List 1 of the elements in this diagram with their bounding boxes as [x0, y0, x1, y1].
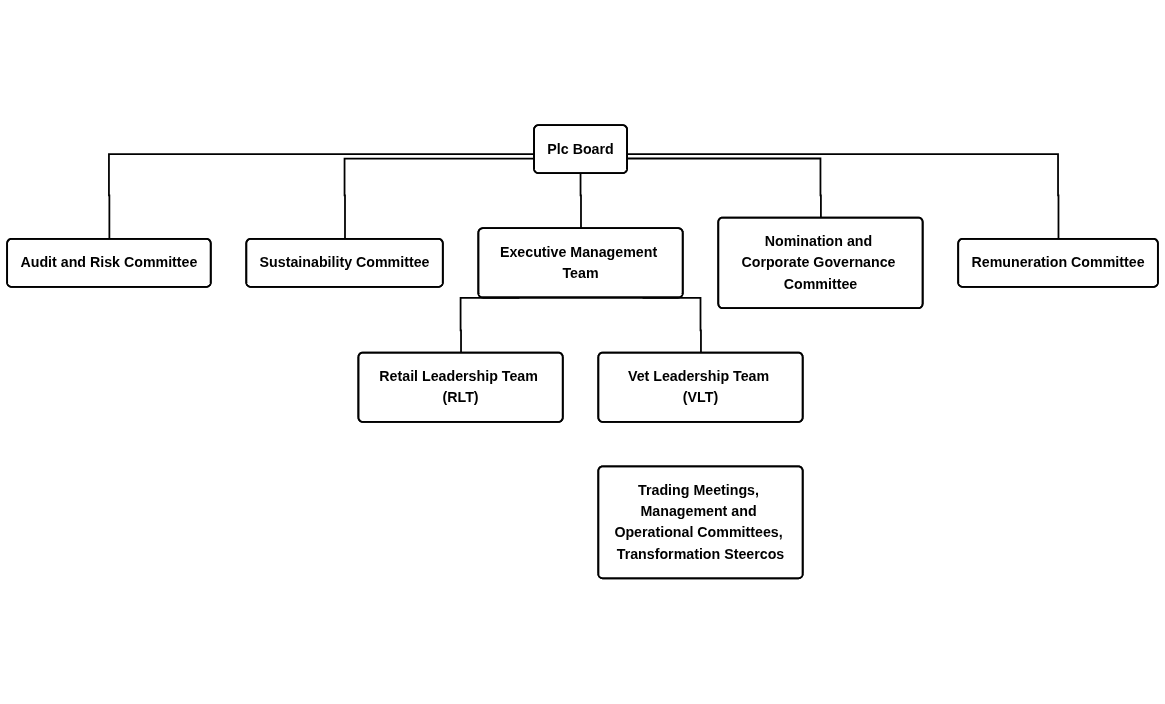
connector — [579, 172, 582, 230]
